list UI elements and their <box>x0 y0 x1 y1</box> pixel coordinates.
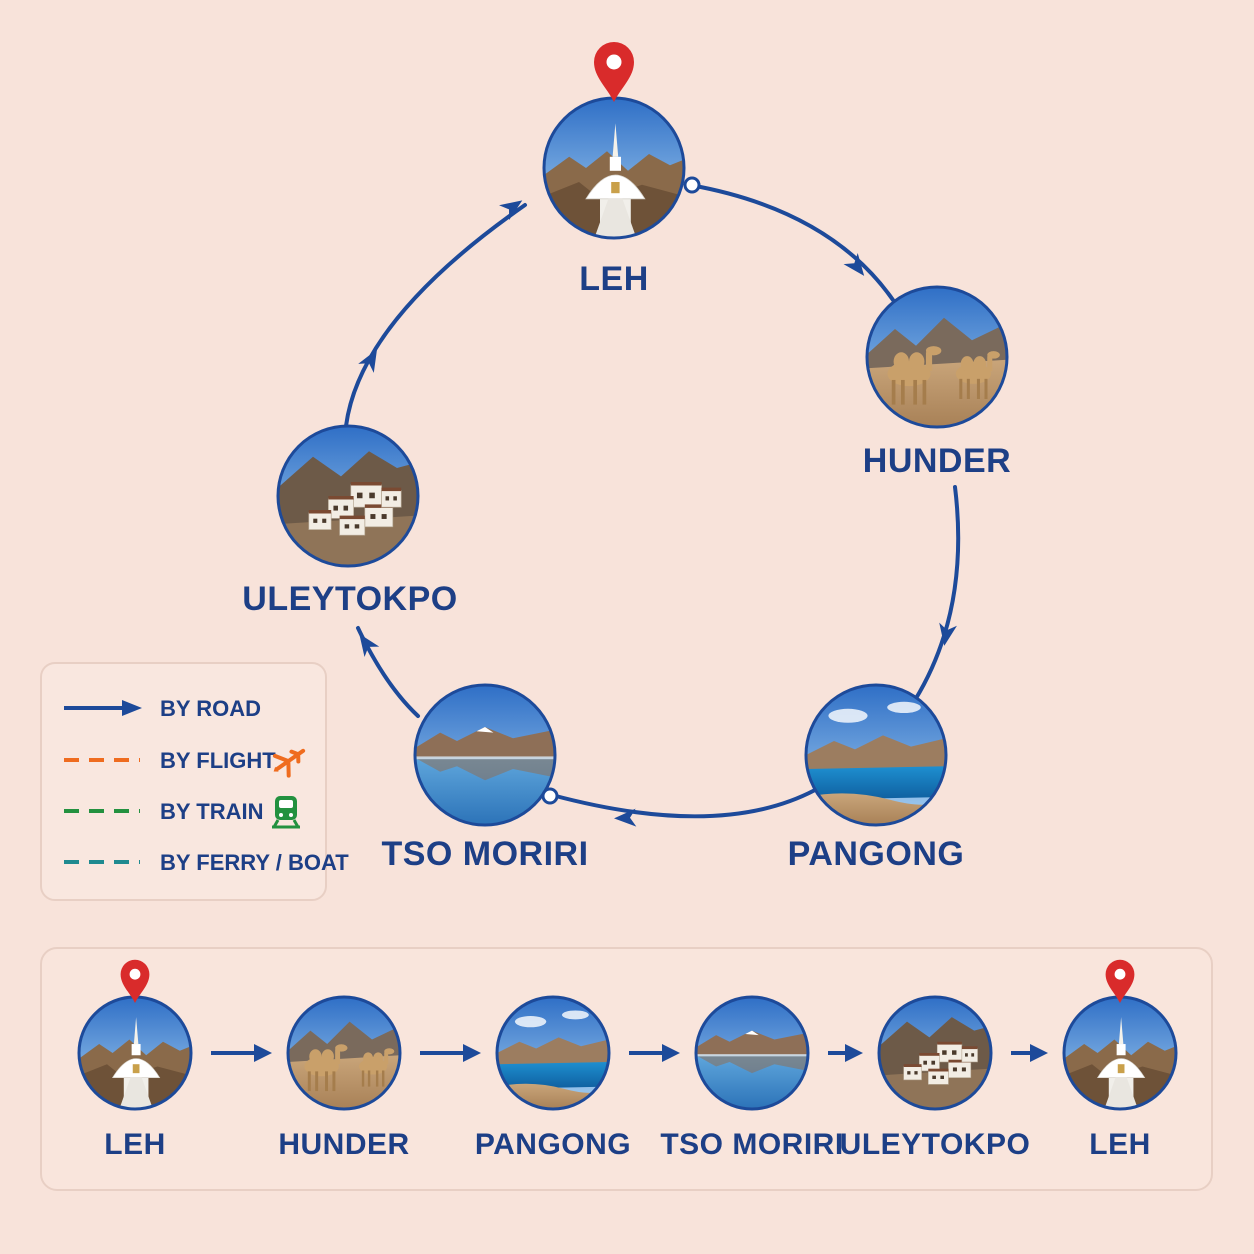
itinerary-stop-3-pangong-photo-border <box>495 995 611 1111</box>
itinerary-stop-label-6: LEH <box>1089 1128 1151 1161</box>
cycle-stop-hunder-photo-border <box>865 285 1009 429</box>
airplane-icon <box>272 748 306 778</box>
route-arrowhead-3 <box>614 808 637 827</box>
road-segment-1 <box>688 183 895 302</box>
itinerary-arrowhead-2 <box>463 1044 481 1062</box>
legend-label-by-ferry-boat: BY FERRY / BOAT <box>160 850 349 875</box>
itinerary-arrowhead-3 <box>662 1044 680 1062</box>
itinerary-stop-2-hunder-photo-border <box>286 995 402 1111</box>
itinerary-stop-3-pangong-photo <box>497 997 609 1109</box>
cycle-stop-pangong-photo <box>806 685 946 825</box>
itinerary-arrowhead-1 <box>254 1044 272 1062</box>
cycle-stop-label-pangong: PANGONG <box>788 835 965 873</box>
itinerary-stop-label-3: PANGONG <box>475 1128 631 1161</box>
cycle-stop-uleytokpo-photo <box>278 426 418 566</box>
cycle-stop-pangong-photo-border <box>804 683 948 827</box>
legend-label-by-flight: BY FLIGHT <box>160 748 276 773</box>
legend: BY ROAD BY FLIGHT BY TRAIN BY FERRY / BOAT <box>40 662 349 901</box>
itinerary-stop-label-1: LEH <box>104 1128 166 1161</box>
train-icon <box>272 796 300 829</box>
cycle-stop-label-uleytokpo: ULEYTOKPO <box>242 580 457 618</box>
itinerary-stop-6-leh-photo <box>1064 997 1176 1109</box>
route-arrowhead-4 <box>359 633 380 657</box>
route-node-dot <box>683 176 701 194</box>
legend-label-by-road: BY ROAD <box>160 696 261 721</box>
road-segment-5 <box>344 203 527 428</box>
cycle-stop-tso-moriri-photo-border <box>413 683 557 827</box>
route-node-dot <box>541 787 559 805</box>
start-pin-icon <box>594 42 634 102</box>
cycle-stop-uleytokpo-photo-border <box>276 424 420 568</box>
cycle-stop-label-leh: LEH <box>579 260 649 298</box>
itinerary-arrowhead-4 <box>845 1044 863 1062</box>
cycle-route: LEH HUNDER PANGONG TSO MORIRI ULEYTOKPO <box>242 42 1011 873</box>
location-pin-icon <box>1105 959 1135 1003</box>
itinerary-stop-label-5: ULEYTOKPO <box>840 1128 1031 1161</box>
road-segment-2 <box>913 485 961 702</box>
itinerary-stop-1-leh-photo <box>79 997 191 1109</box>
legend-label-by-train: BY TRAIN <box>160 799 264 824</box>
itinerary-arrowhead-5 <box>1030 1044 1048 1062</box>
location-pin-icon <box>120 959 150 1003</box>
itinerary-stop-4-tso-moriri-photo-border <box>694 995 810 1111</box>
cycle-stop-hunder-photo <box>867 287 1007 427</box>
itinerary-stop-label-4: TSO MORIRI <box>660 1128 843 1161</box>
road-segment-3 <box>550 788 817 819</box>
legend-arrowhead <box>122 700 142 716</box>
itinerary-stop-5-uleytokpo-photo-border <box>877 995 993 1111</box>
route-arrowhead-5 <box>358 349 377 373</box>
itinerary-stop-label-2: HUNDER <box>278 1128 409 1161</box>
cycle-stop-label-hunder: HUNDER <box>863 442 1011 480</box>
route-arrowhead-6 <box>499 200 523 221</box>
legend-panel <box>40 662 327 901</box>
route-arrowhead-2 <box>939 622 957 646</box>
cycle-stop-label-tso-moriri: TSO MORIRI <box>381 835 588 873</box>
itinerary-stop-2-hunder-photo <box>288 997 400 1109</box>
route-arrowhead-1 <box>843 253 865 276</box>
itinerary-stop-5-uleytokpo-photo <box>879 997 991 1109</box>
cycle-stop-leh-photo <box>544 98 684 238</box>
